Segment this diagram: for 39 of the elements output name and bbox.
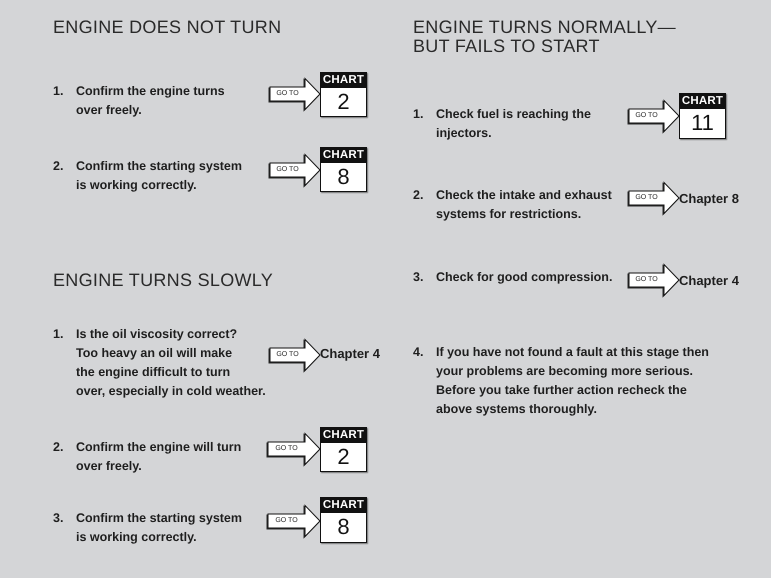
- chart-box: [320, 147, 367, 192]
- step-number: 1.: [413, 106, 424, 123]
- section-heading: ENGINE DOES NOT TURN: [53, 18, 282, 37]
- step-text: Check fuel is reaching the injectors.: [436, 106, 592, 142]
- chart-number: 8: [336, 163, 351, 191]
- chart-heading: CHART: [321, 428, 366, 443]
- step-number: 1.: [53, 326, 64, 343]
- step-number: 4.: [413, 344, 424, 361]
- step-text: Confirm the engine turns over freely.: [76, 83, 226, 119]
- chapter-reference: Chapter 4: [679, 271, 739, 290]
- section-heading: ENGINE TURNS SLOWLY: [53, 271, 274, 290]
- chart-heading: CHART: [321, 498, 366, 513]
- step-number: 2.: [413, 187, 424, 204]
- chart-heading: CHART: [321, 73, 366, 88]
- chart-number: 11: [690, 109, 715, 137]
- chapter-reference: Chapter 4: [320, 344, 380, 363]
- chart-number: 2: [336, 443, 351, 471]
- step-text: Is the oil viscosity correct? Too heavy an oil will make the engine difficult to turn over, especially in cold weather.: [76, 326, 267, 400]
- step-number: 1.: [53, 83, 64, 100]
- step-number: 2.: [53, 158, 64, 175]
- section-heading: ENGINE TURNS NORMALLY— BUT FAILS TO START: [413, 18, 677, 56]
- step-number: 3.: [53, 510, 64, 527]
- step-text: If you have not found a fault at this stage then your problems are becoming more serious. Before you take further action recheck the above systems thoroughly.: [436, 344, 710, 418]
- step-text: Confirm the starting system is working correctly.: [76, 510, 244, 546]
- chart-heading: CHART: [680, 94, 725, 109]
- step-text: Confirm the starting system is working correctly.: [76, 158, 244, 194]
- step-text: Check for good compression.: [436, 269, 614, 286]
- chart-box: [320, 72, 367, 117]
- chapter-reference: Chapter 8: [679, 189, 739, 208]
- step-number: 2.: [53, 439, 64, 456]
- chart-box: [679, 93, 726, 139]
- chart-box: [320, 497, 367, 543]
- step-number: 3.: [413, 269, 424, 286]
- step-text: Check the intake and exhaust systems for restrictions.: [436, 187, 613, 223]
- chart-box: [320, 427, 367, 472]
- chart-number: 2: [336, 88, 351, 116]
- step-text: Confirm the engine will turn over freely.: [76, 439, 242, 475]
- chart-number: 8: [336, 513, 351, 541]
- chart-heading: CHART: [321, 148, 366, 163]
